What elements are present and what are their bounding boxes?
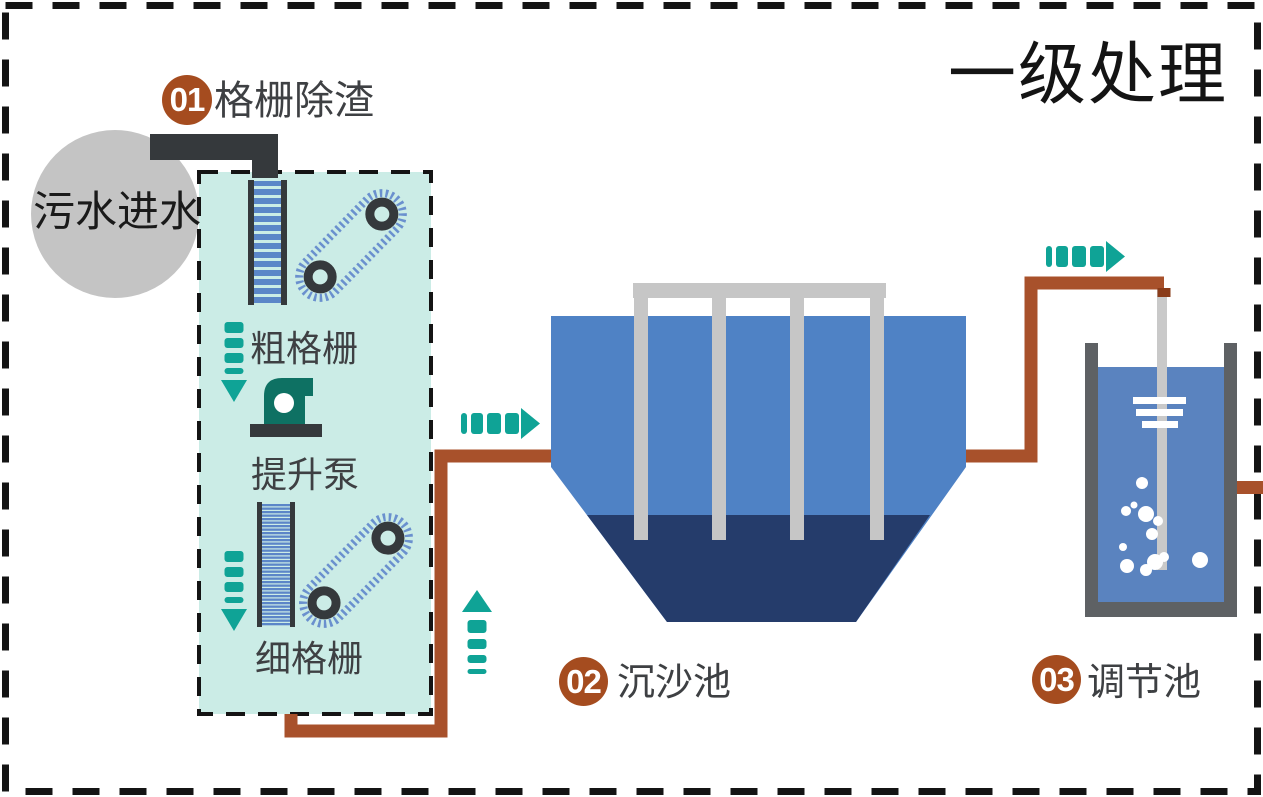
fine-screen-icon: [257, 502, 295, 627]
inlet-pipe: [150, 134, 278, 178]
coarse-screen-label: 粗格栅: [250, 328, 359, 369]
equalization-tank: [1085, 289, 1237, 617]
fine-conveyor-icon: [299, 513, 413, 628]
flow-arrow-down-icon: [221, 322, 247, 402]
eq-wall-bottom: [1085, 602, 1237, 617]
flow-arrow-down-icon: [221, 551, 247, 631]
mixer-rod-icon: [1157, 289, 1167, 570]
flow-arrow-right-icon: [461, 408, 540, 439]
pump-label: 提升泵: [251, 454, 360, 495]
pump-icon: [250, 378, 322, 437]
pipe-eq-inlet-end: [1157, 288, 1171, 297]
fine-screen-label: 细格栅: [255, 638, 364, 679]
inlet-circle: [31, 130, 199, 298]
eq-wall-right: [1224, 343, 1237, 617]
coarse-screen-icon: [248, 180, 287, 305]
stage-label-03: 调节池: [1087, 662, 1202, 704]
coarse-conveyor-icon: [295, 189, 407, 302]
stage-label-01: 格栅除渣: [214, 79, 374, 123]
stage-badge-01: 01: [162, 75, 212, 125]
pipe-grit-to-eq: [964, 276, 1164, 463]
aeration-bubbles-icon: [1119, 477, 1208, 576]
inlet-label: 污水进水: [33, 188, 202, 235]
pipe-screen-to-grit: [284, 449, 554, 738]
page-title: 一级处理: [947, 37, 1228, 113]
flow-arrow-right-icon: [1046, 241, 1125, 272]
flow-arrow-up-icon: [462, 590, 492, 674]
outlet-pipe: [1237, 481, 1263, 494]
grit-sediment: [587, 515, 930, 622]
water-level-icon: [1133, 397, 1186, 428]
eq-wall-left: [1085, 343, 1098, 617]
stage-label-02: 沉沙池: [617, 662, 732, 704]
stage-badge-02: 02: [559, 657, 608, 706]
grit-chamber-tank: [551, 283, 966, 622]
scraper-bridge: [633, 283, 886, 540]
stage-badge-03: 03: [1032, 655, 1081, 704]
